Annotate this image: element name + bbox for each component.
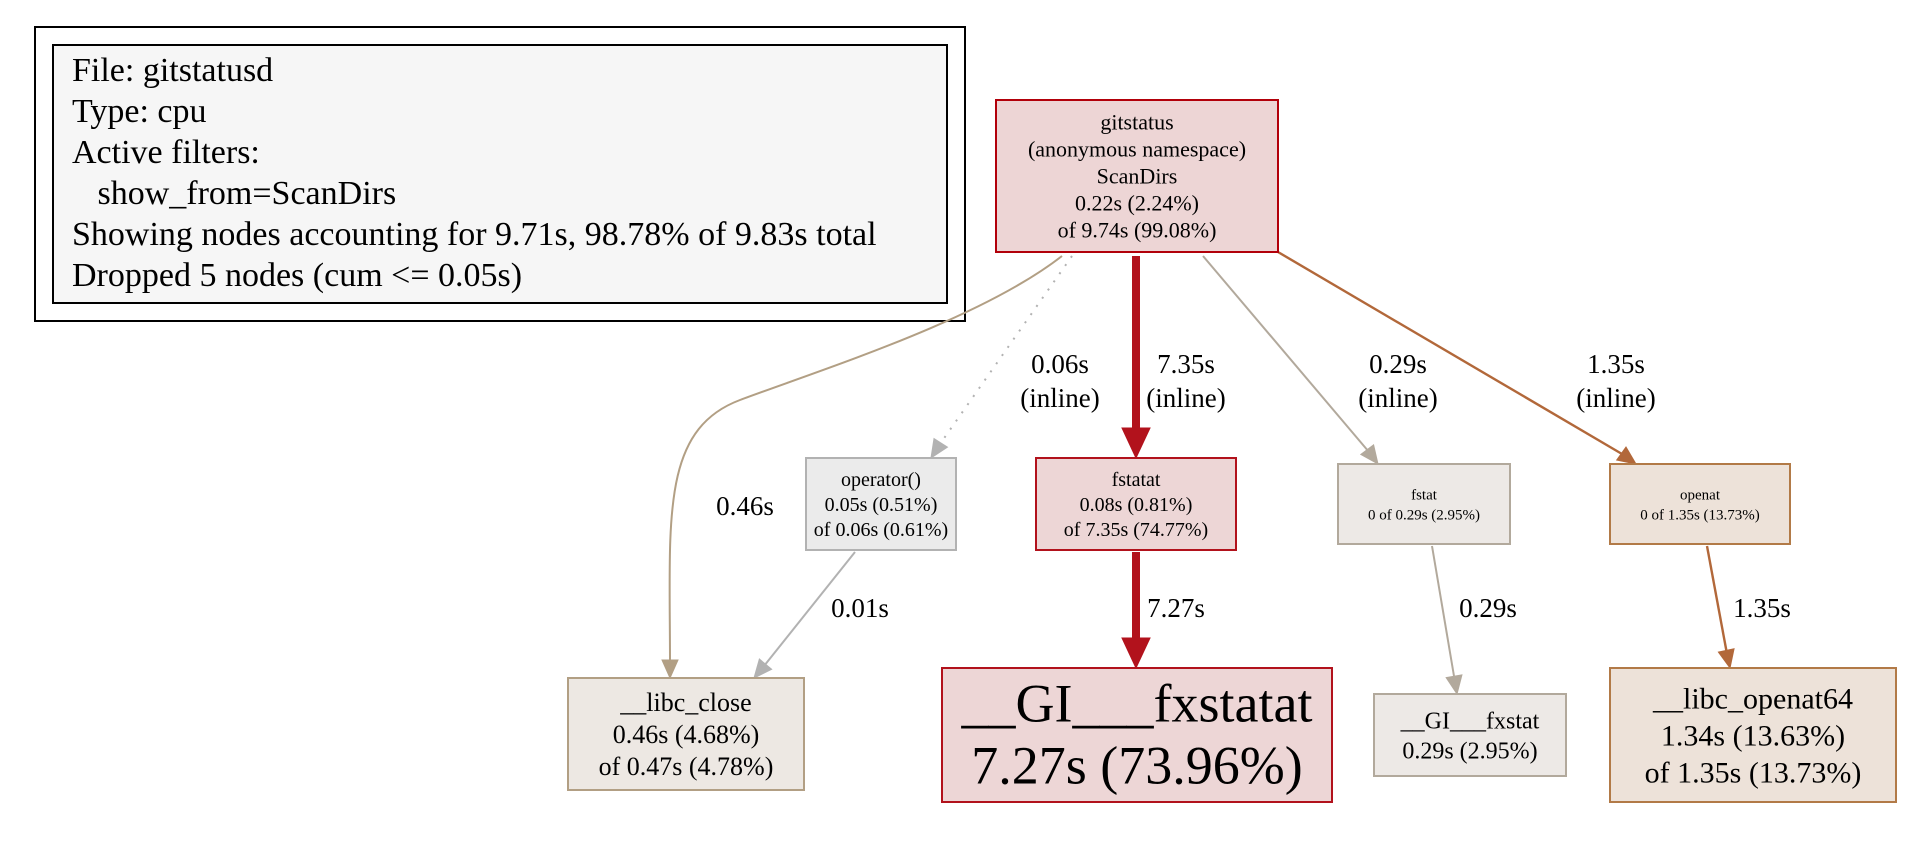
node-cost-label: of 1.35s (13.73%): [1645, 756, 1862, 789]
edge-line-fstat-gi-fxstat: [1431, 545, 1456, 683]
edge-line-scandirs-fstat: [1202, 255, 1370, 453]
node-cost-label: (anonymous namespace): [1028, 137, 1246, 162]
node-scandirs[interactable]: gitstatus(anonymous namespace)ScanDirs0.…: [995, 99, 1279, 253]
legend-filter-show-from: show_from=ScanDirs: [72, 175, 397, 212]
node-cost-label: of 7.35s (74.77%): [1064, 519, 1208, 541]
legend-active-filters: Active filters:: [72, 134, 260, 171]
node-cost-label: of 9.74s (99.08%): [1058, 218, 1217, 243]
edges-layer: 0.46s 0.06s (inline) 7.35s (inline) 0.29s (inl…: [661, 250, 1791, 696]
node-cost-label: 0 of 0.29s (2.95%): [1368, 508, 1480, 524]
edge-arrowhead-scandirs-operator: [930, 437, 949, 460]
legend-dropped-nodes: Dropped 5 nodes (cum <= 0.05s): [72, 257, 523, 294]
edge-line-scandirs-operator: [939, 255, 1073, 445]
edge-operator-libc-close: 0.01s: [753, 551, 889, 679]
node-cost-label: 0.29s (2.95%): [1402, 738, 1537, 764]
edge-weight-label: 7.35s: [1157, 349, 1215, 379]
node-box-operator[interactable]: [805, 457, 957, 551]
edge-arrowhead-scandirs-openat: [1615, 446, 1638, 465]
edge-openat-libc-openat64: 1.35s: [1705, 545, 1791, 670]
edge-scandirs-openat: 1.35s (inline): [1277, 250, 1656, 465]
edge-fstatat-gi-fxstatat: 7.27s: [1121, 552, 1205, 670]
edge-weight-label: 7.27s: [1147, 593, 1205, 623]
edge-scandirs-libc-close: 0.46s: [661, 255, 1063, 680]
node-cost-label: 1.34s (13.63%): [1661, 719, 1845, 752]
node-libc-openat64[interactable]: __libc_openat64 1.34s (13.63%) of 1.35s (1…: [1609, 667, 1897, 803]
edge-line-operator-libc-close: [763, 551, 856, 667]
edge-arrowhead-fstat-gi-fxstat: [1445, 674, 1463, 696]
node-cost-label: of 0.06s (0.61%): [814, 519, 948, 541]
node-name-label: operator(): [841, 469, 921, 491]
edge-fstat-gi-fxstat: 0.29s: [1431, 545, 1517, 696]
node-name-label: gitstatus: [1100, 110, 1173, 135]
node-cost-label: ScanDirs: [1097, 164, 1178, 189]
edge-weight-label: 1.35s: [1587, 349, 1645, 379]
node-box-fstatat[interactable]: [1035, 457, 1237, 551]
legend-type: Type: cpu: [72, 93, 207, 130]
node-name-label: __libc_openat64: [1652, 682, 1853, 715]
edge-inline-label: (inline): [1146, 383, 1225, 413]
edge-arrowhead-scandirs-fstat: [1359, 443, 1379, 465]
legend-inner-box: File: gitstatusd Type: cpu Active filter…: [52, 44, 948, 304]
node-box-openat[interactable]: [1609, 463, 1791, 545]
node-name-label: __libc_close: [619, 688, 751, 717]
node-name-label: __GI___fxstat: [1400, 708, 1540, 734]
nodes-layer: gitstatus(anonymous namespace)ScanDirs0.…: [567, 99, 1897, 803]
node-operator[interactable]: operator() 0.05s (0.51%) of 0.06s (0.61%): [805, 457, 957, 551]
node-fstatat[interactable]: fstatat 0.08s (0.81%) of 7.35s (74.77%): [1035, 457, 1237, 551]
edge-weight-label: 0.29s: [1459, 593, 1517, 623]
edge-weight-label: 0.01s: [831, 593, 889, 623]
node-libc-close[interactable]: __libc_close 0.46s (4.68%) of 0.47s (4.78%…: [567, 677, 805, 791]
legend-box: File: gitstatusd Type: cpu Active filter…: [34, 26, 966, 322]
node-box-libc-openat64[interactable]: [1609, 667, 1897, 803]
edge-inline-label: (inline): [1020, 383, 1099, 413]
edge-arrowhead-openat-libc-openat64: [1717, 648, 1735, 670]
edge-line-scandirs-libc-close: [668, 255, 1063, 665]
node-fstat[interactable]: fstat 0 of 0.29s (2.95%): [1337, 463, 1511, 545]
node-cost-label: 0 of 1.35s (13.73%): [1640, 508, 1760, 524]
edge-inline-label: (inline): [1358, 383, 1437, 413]
node-cost-label: 0.05s (0.51%): [825, 494, 938, 516]
edge-inline-label: (inline): [1576, 383, 1655, 413]
node-box-fstat[interactable]: [1337, 463, 1511, 545]
node-box-scandirs[interactable]: [995, 99, 1279, 253]
node-name-label: openat: [1680, 488, 1721, 504]
node-name-label: __GI___fxstatat: [961, 673, 1313, 733]
node-box-gi-fxstatat[interactable]: [941, 667, 1333, 803]
node-cost-label: of 0.47s (4.78%): [599, 752, 774, 781]
node-gi-fxstat[interactable]: __GI___fxstat 0.29s (2.95%): [1373, 693, 1567, 777]
edge-weight-label: 1.35s: [1733, 593, 1791, 623]
edge-line-scandirs-openat: [1277, 250, 1623, 456]
node-name-label: fstatat: [1112, 469, 1161, 491]
node-cost-label: 0.22s (2.24%): [1075, 191, 1199, 216]
node-box-gi-fxstat[interactable]: [1373, 693, 1567, 777]
edge-weight-label: 0.46s: [716, 491, 774, 521]
node-cost-label: 0.08s (0.81%): [1080, 494, 1193, 516]
edge-arrowhead-fstatat-gi-fxstatat: [1121, 637, 1151, 670]
node-cost-label: 7.27s (73.96%): [971, 735, 1302, 795]
edge-arrowhead-scandirs-libc-close: [661, 659, 679, 680]
edge-scandirs-operator: 0.06s (inline): [930, 255, 1100, 460]
edge-arrowhead-operator-libc-close: [753, 658, 773, 679]
edge-scandirs-fstatat: 7.35s (inline): [1121, 256, 1226, 460]
edge-arrowhead-scandirs-fstatat: [1121, 427, 1151, 460]
node-openat[interactable]: openat 0 of 1.35s (13.73%): [1609, 463, 1791, 545]
edge-weight-label: 0.06s: [1031, 349, 1089, 379]
edge-scandirs-fstat: 0.29s (inline): [1202, 255, 1438, 465]
node-name-label: fstat: [1411, 488, 1438, 504]
edge-weight-label: 0.29s: [1369, 349, 1427, 379]
legend-file: File: gitstatusd: [72, 52, 274, 89]
node-box-libc-close[interactable]: [567, 677, 805, 791]
legend-showing-nodes: Showing nodes accounting for 9.71s, 98.7…: [72, 216, 877, 253]
edge-line-openat-libc-openat64: [1705, 545, 1729, 655]
node-cost-label: 0.46s (4.68%): [613, 720, 760, 749]
